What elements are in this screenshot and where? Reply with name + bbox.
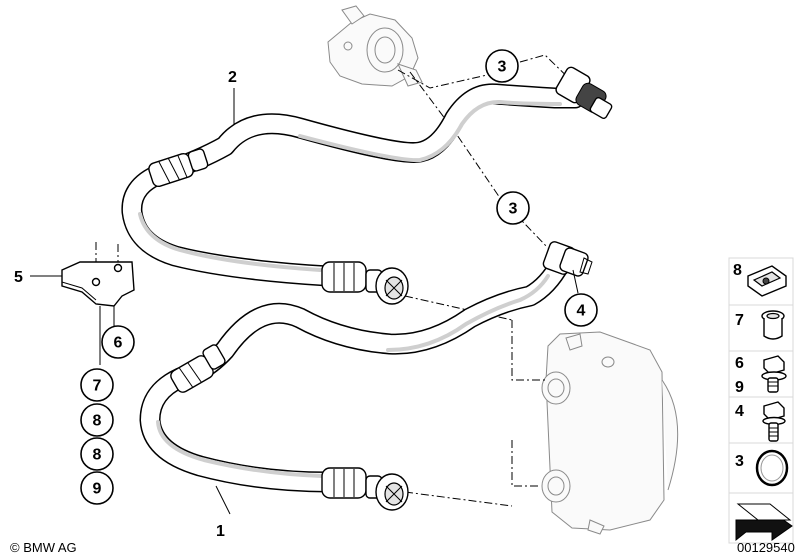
- svg-text:4: 4: [577, 303, 586, 320]
- callout-6: 6: [101, 325, 135, 359]
- direction-arrow-icon: [735, 503, 793, 542]
- bushing-icon: [761, 310, 785, 340]
- legend-item-7: 7: [735, 310, 785, 340]
- hose-1-lower: [139, 241, 593, 511]
- hose-1-end-fitting: [542, 241, 593, 277]
- legend-item-4: 4: [735, 401, 786, 442]
- copyright-text: © BMW AG: [10, 540, 77, 555]
- legend-item-8: 8: [733, 262, 787, 297]
- o-ring-icon: [755, 449, 789, 487]
- leader-lines: [30, 88, 579, 515]
- svg-text:3: 3: [735, 453, 744, 470]
- hose-2-sleeve: [148, 148, 209, 188]
- callout-3-middle: 3: [496, 191, 530, 225]
- flange-bolt-icon: [761, 355, 787, 393]
- hex-bolt-icon: [762, 401, 786, 442]
- callout-4: 4: [564, 293, 598, 327]
- hose-1-quick-connector: [321, 467, 409, 511]
- callout-7: 7: [80, 368, 114, 402]
- thermostat-housing: [327, 5, 423, 87]
- svg-text:7: 7: [93, 378, 102, 395]
- svg-text:7: 7: [735, 312, 744, 329]
- oil-cooler: [541, 331, 679, 535]
- label-hose-2: 2: [228, 69, 237, 86]
- hose-1-sleeve: [170, 344, 226, 393]
- svg-text:4: 4: [735, 403, 744, 420]
- svg-text:6: 6: [735, 355, 744, 372]
- hose-2-end-fitting: [555, 66, 613, 120]
- legend-panel: 8 7 6 9: [728, 257, 794, 544]
- legend-item-6: 6 9: [735, 355, 787, 396]
- svg-text:8: 8: [93, 447, 102, 464]
- callout-3-top: 3: [485, 49, 519, 83]
- bracket: [61, 261, 135, 307]
- hose-2-upper: [121, 66, 613, 305]
- label-bracket: 5: [14, 269, 23, 286]
- clip-nut-icon: [747, 265, 787, 297]
- svg-text:3: 3: [498, 59, 507, 76]
- svg-text:9: 9: [93, 481, 102, 498]
- diagram-number: 00129540: [737, 540, 795, 555]
- svg-text:6: 6: [114, 335, 123, 352]
- label-hose-1: 1: [216, 523, 225, 540]
- hose-2-quick-connector: [321, 261, 409, 305]
- legend-item-3: 3: [735, 449, 789, 487]
- callout-8-b: 8: [80, 437, 114, 471]
- svg-text:3: 3: [509, 201, 518, 218]
- callout-9: 9: [80, 471, 114, 505]
- callout-8-a: 8: [80, 403, 114, 437]
- svg-text:8: 8: [93, 413, 102, 430]
- svg-text:9: 9: [735, 379, 744, 396]
- svg-text:8: 8: [733, 262, 742, 279]
